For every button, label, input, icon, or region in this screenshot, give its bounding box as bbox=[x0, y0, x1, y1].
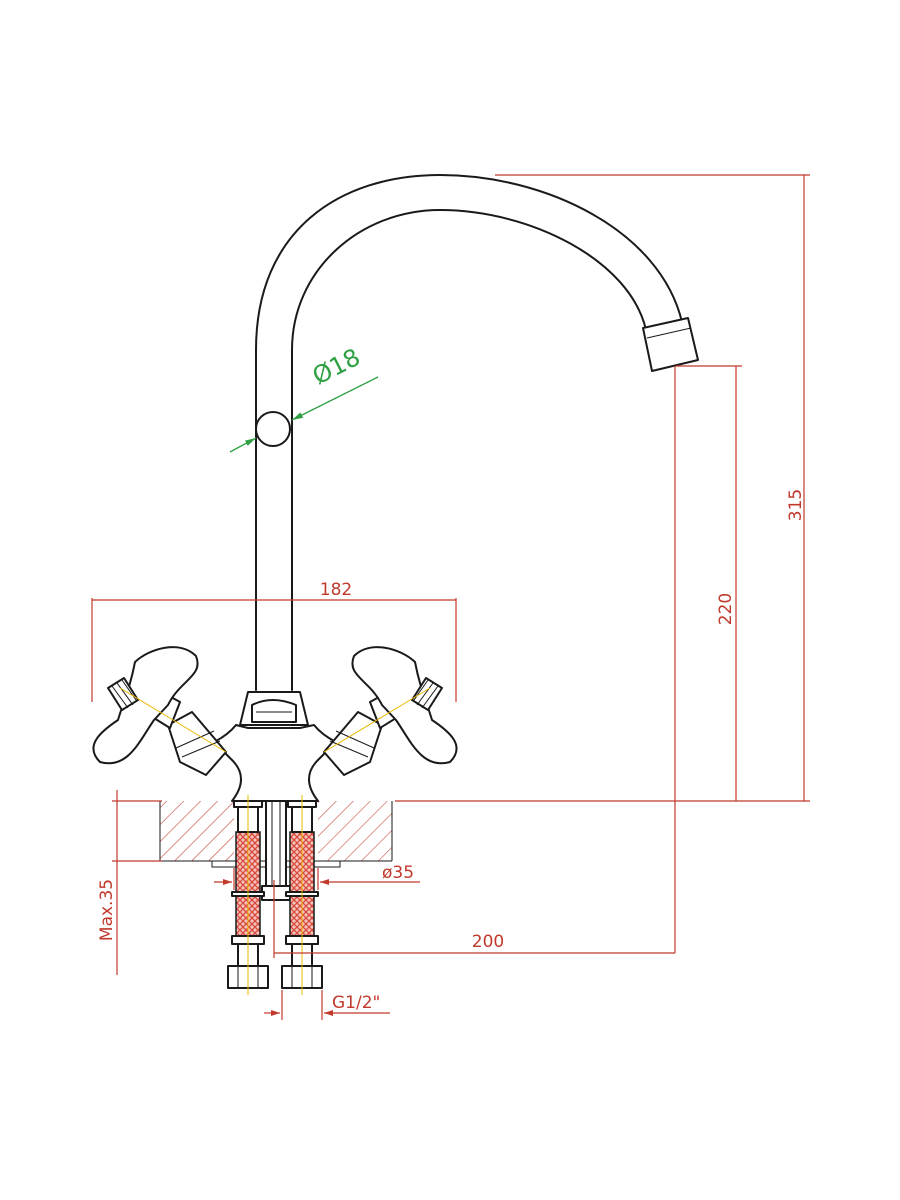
thread-dimension: G1/2" bbox=[264, 990, 390, 1020]
left-valve-handle bbox=[92, 646, 227, 776]
spout-reach-label: 200 bbox=[472, 932, 504, 952]
supply-hoses bbox=[227, 795, 323, 995]
hole-diameter-label: ø35 bbox=[382, 863, 414, 883]
total-height-label: 315 bbox=[786, 489, 806, 521]
pipe-section-circle bbox=[255, 411, 291, 447]
thread-label: G1/2" bbox=[332, 993, 380, 1013]
right-valve-handle bbox=[323, 646, 458, 776]
handle-span-label: 182 bbox=[320, 580, 352, 600]
spout-reach-dimension: 200 bbox=[273, 366, 676, 958]
max-thickness-label: Max.35 bbox=[97, 879, 117, 941]
spout-height-dimension: 220 bbox=[676, 365, 742, 801]
pipe-diameter-label: Ø18 bbox=[308, 343, 365, 390]
spout bbox=[255, 174, 699, 691]
hole-diameter-dimension: ø35 bbox=[214, 863, 420, 890]
max-thickness-dimension: Max.35 bbox=[97, 790, 162, 975]
total-height-dimension: 315 bbox=[395, 174, 810, 802]
handle-span-dimension: 182 bbox=[91, 580, 457, 702]
pipe-diameter-callout: Ø18 bbox=[229, 343, 379, 453]
mixer-body bbox=[213, 691, 337, 802]
spout-height-label: 220 bbox=[716, 593, 736, 625]
